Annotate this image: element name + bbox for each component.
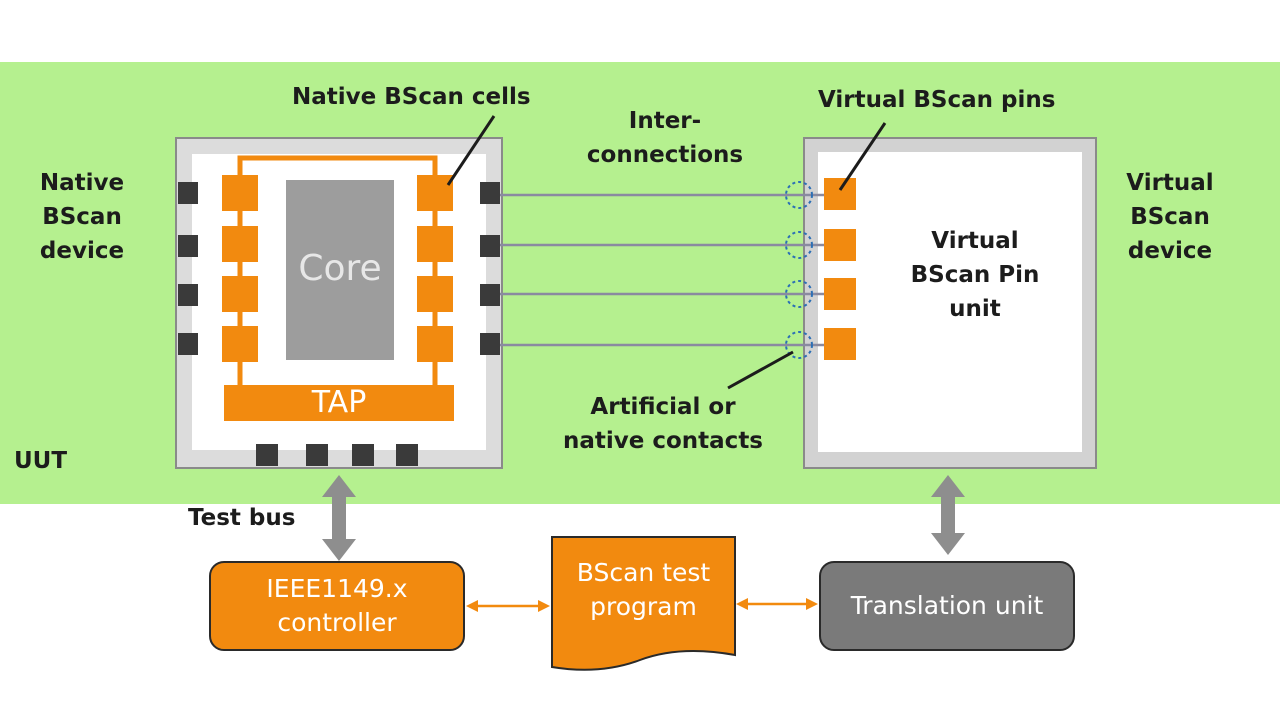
- program-label: BScan test program: [552, 556, 735, 624]
- virtual-bscan-pins: [824, 178, 856, 360]
- virtual-device-line-3: device: [1127, 238, 1213, 264]
- controller-line-1: IEEE1149.x: [266, 574, 408, 603]
- controller-line-2: controller: [277, 608, 397, 637]
- chip-pin: [256, 444, 278, 466]
- core-block: [286, 180, 394, 360]
- contacts-line-2: native contacts: [562, 428, 763, 454]
- vpin-unit-label: Virtual BScan Pin unit: [880, 224, 1070, 326]
- contacts-label: Artificial or native contacts: [548, 390, 778, 458]
- vpin-unit-line-3: unit: [949, 296, 1001, 322]
- native-device-line-1: Native: [39, 170, 125, 196]
- chip-pin: [396, 444, 418, 466]
- tap-label: TAP: [311, 385, 367, 420]
- core-label: Core: [298, 248, 382, 289]
- virtual-pins-label: Virtual BScan pins: [818, 87, 1056, 113]
- chip-pin: [306, 444, 328, 466]
- virtual-device-line-2: BScan: [1130, 204, 1210, 230]
- controller-program-arrow: [466, 600, 550, 612]
- program-line-2: program: [590, 592, 697, 621]
- chip-pin: [352, 444, 374, 466]
- chip-pin: [480, 284, 500, 306]
- controller-box: [209, 561, 465, 651]
- chip-pin: [178, 235, 198, 257]
- native-device-label: Native BScan device: [22, 166, 142, 268]
- program-line-1: BScan test: [576, 558, 711, 587]
- callout-lines: [446, 115, 887, 390]
- vpin-unit-line-1: Virtual: [931, 228, 1019, 254]
- uut-label: UUT: [14, 448, 68, 474]
- test-bus-arrow: [322, 475, 356, 561]
- test-bus-label: Test bus: [188, 505, 296, 531]
- interconnections-line-2: connections: [586, 142, 744, 168]
- native-bscan-cells: [222, 175, 453, 362]
- interconnections-label: Inter- connections: [580, 104, 750, 172]
- virtual-device-line-1: Virtual: [1126, 170, 1214, 196]
- chip-pin: [178, 333, 198, 355]
- interconnections-line-1: Inter-: [628, 108, 702, 134]
- translation-bus-arrow: [931, 475, 965, 555]
- native-cells-label: Native BScan cells: [292, 84, 531, 110]
- program-translation-arrow: [736, 598, 818, 610]
- tap-block: [224, 385, 454, 421]
- interconnection-lines: [500, 193, 824, 347]
- contact-circles: [785, 181, 813, 359]
- native-device-line-2: BScan: [42, 204, 122, 230]
- controller-label: IEEE1149.x controller: [210, 572, 464, 640]
- chip-pin: [480, 235, 500, 257]
- contacts-line-1: Artificial or: [590, 394, 736, 420]
- chip-pin: [178, 284, 198, 306]
- chip-pin: [178, 182, 198, 204]
- translation-label: Translation unit: [850, 591, 1044, 620]
- virtual-device-label: Virtual BScan device: [1110, 166, 1230, 268]
- translation-box: [819, 561, 1075, 651]
- chip-pin: [480, 333, 500, 355]
- program-document: [551, 536, 736, 671]
- chip-pin: [480, 182, 500, 204]
- native-device-line-3: device: [39, 238, 125, 264]
- vpin-unit-line-2: BScan Pin: [910, 262, 1040, 288]
